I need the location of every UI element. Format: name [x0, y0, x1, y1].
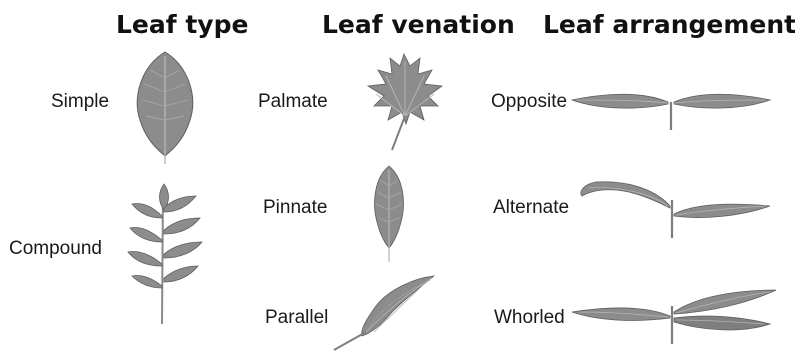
leaf-venation-heading: Leaf venation: [322, 10, 515, 39]
whorled-label: Whorled: [494, 307, 565, 329]
alternate-arrangement-icon: [576, 170, 774, 242]
opposite-arrangement-icon: [568, 78, 774, 134]
palmate-leaf-icon: [362, 50, 446, 154]
compound-leaf-icon: [126, 182, 212, 327]
whorled-arrangement-icon: [568, 282, 780, 348]
leaf-arrangement-heading: Leaf arrangement: [543, 10, 795, 39]
palmate-label: Palmate: [258, 91, 328, 113]
leaf-type-heading: Leaf type: [116, 10, 248, 39]
compound-label: Compound: [9, 238, 102, 260]
simple-label: Simple: [51, 91, 109, 113]
pinnate-label: Pinnate: [263, 197, 327, 219]
opposite-label: Opposite: [491, 91, 567, 113]
alternate-label: Alternate: [493, 197, 569, 219]
pinnate-leaf-icon: [368, 164, 410, 264]
parallel-label: Parallel: [265, 307, 328, 329]
parallel-leaf-icon: [330, 272, 438, 352]
simple-leaf-icon: [128, 48, 202, 166]
